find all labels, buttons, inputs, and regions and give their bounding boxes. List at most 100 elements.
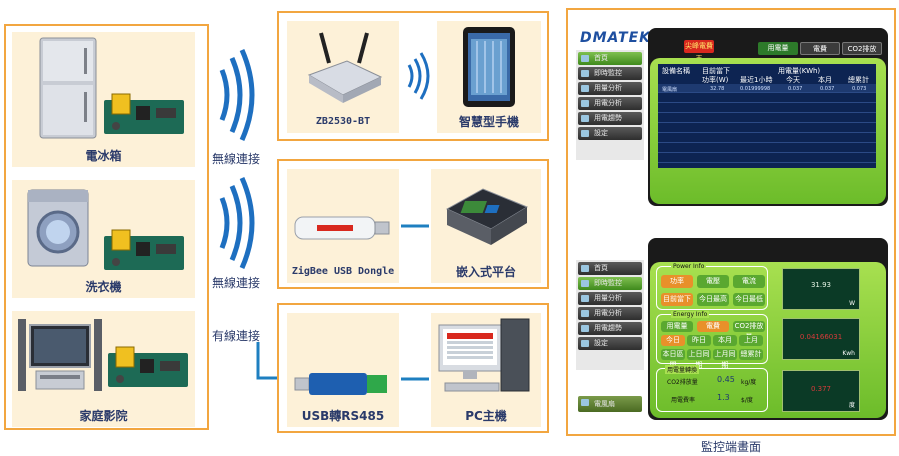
today-max-button[interactable]: 今日最高 [697, 293, 729, 306]
label-usb-rs485: USB轉RS485 [301, 409, 385, 423]
sidebar-item-usage[interactable]: 用量分析 [578, 82, 642, 95]
table-row[interactable] [658, 134, 876, 143]
cost-value: 1.3 [717, 393, 730, 402]
usage-button[interactable]: 用電量 [661, 321, 693, 332]
sidebar-item-analysis[interactable]: 用電分析 [578, 307, 642, 320]
device-select[interactable]: 電風扇 [578, 396, 642, 412]
cost-button[interactable]: 電費 [697, 321, 729, 332]
embedded-platform-image [445, 188, 529, 245]
sidebar-item-realtime[interactable]: 即時監控 [578, 67, 642, 80]
sidebar-item-trend[interactable]: 用電趨勢 [578, 322, 642, 335]
energy-display: 0.04166031 Kwh [782, 318, 860, 360]
cost-display: 0.377 度 [782, 370, 860, 412]
sidebar-item-home[interactable]: 首頁 [578, 52, 642, 65]
monitor-screen-top: DMATEK 首頁 即時監控 用量分析 用電分析 用電趨勢 設定 尖峰電費表 用… [574, 22, 890, 208]
table-row[interactable] [658, 114, 876, 123]
sidebar-item-realtime[interactable]: 即時監控 [578, 277, 642, 290]
cell-power: 32.78 [710, 86, 725, 92]
content-frame: Power Info 功率 電壓 電流 目前當下 今日最高 今日最低 31.93… [648, 238, 888, 420]
device-label-theater: 家庭影院 [79, 409, 128, 423]
sidebar-item-usage[interactable]: 用量分析 [578, 292, 642, 305]
sidebar-item-settings[interactable]: 設定 [578, 337, 642, 350]
content-green-area: Power Info 功率 電壓 電流 目前當下 今日最高 今日最低 31.93… [650, 262, 886, 418]
tab-co2[interactable]: CO2排放 [842, 42, 882, 55]
link-line [401, 224, 429, 228]
this-month-button[interactable]: 本月 [713, 335, 737, 346]
table-row[interactable]: 電風扇 32.78 0.01999998 0.037 0.037 0.073 [658, 84, 876, 93]
last-month-button[interactable]: 上月 [739, 335, 763, 346]
last-month-same-button[interactable]: 上月同期 [713, 349, 737, 369]
table-subheader-1h: 最近1小時 [740, 76, 773, 84]
smartphone-image [463, 27, 515, 107]
zb2530-device-image [307, 32, 383, 103]
washing-machine-image [27, 189, 89, 267]
yesterday-same-button[interactable]: 上日同期 [687, 349, 711, 369]
sidebar-item-home[interactable]: 首頁 [578, 262, 642, 275]
voltage-button[interactable]: 電壓 [697, 275, 729, 288]
wireless-signal-icon [407, 52, 430, 100]
connection-label-wireless-2: 無線連接 [212, 276, 261, 290]
table-subheader-power: 功率(W) [702, 76, 729, 84]
pc-image [438, 318, 530, 392]
table-row[interactable] [658, 154, 876, 163]
circuit-board-image [108, 346, 188, 387]
monitor-panel: DMATEK 首頁 即時監控 用量分析 用電分析 用電趨勢 設定 尖峰電費表 用… [566, 8, 896, 436]
power-value: 31.93 [810, 281, 832, 289]
cell-device: 電風扇 [662, 87, 678, 93]
sidebar-item-trend[interactable]: 用電趨勢 [578, 112, 642, 125]
home-theater-image [18, 319, 102, 391]
card-zigbee-dongle: ZigBee USB Dongle [287, 169, 399, 283]
power-info-box: Power Info 功率 電壓 電流 目前當下 今日最高 今日最低 [656, 263, 768, 310]
embedded-panel: ZigBee USB Dongle 嵌入式平台 [277, 159, 549, 289]
tab-cost[interactable]: 電費 [800, 42, 840, 55]
device-label-fridge: 電冰箱 [85, 149, 122, 163]
table-header-current: 目前當下 [702, 67, 730, 75]
table-row[interactable] [658, 124, 876, 133]
link-line [401, 377, 429, 381]
table-subheader-month: 本月 [818, 76, 832, 84]
peak-rate-badge[interactable]: 尖峰電費表 [684, 40, 714, 63]
pc-panel: USB轉RS485 PC主機 [277, 303, 549, 433]
co2-button[interactable]: CO2排放量 [733, 321, 765, 341]
co2-value: 0.45 [717, 375, 735, 384]
sidebar-item-settings[interactable]: 設定 [578, 127, 642, 140]
content-frame: 尖峰電費表 用電量 電費 CO2排放 設備名稱 目前當下 用電量(KWh) 功率… [648, 28, 888, 206]
co2-label: CO2排放量 [667, 379, 698, 386]
cell-today: 0.037 [788, 86, 803, 92]
device-card-theater: 家庭影院 [12, 311, 195, 427]
yesterday-button[interactable]: 昨日 [687, 335, 711, 346]
card-usb-rs485: USB轉RS485 [287, 313, 399, 427]
table-row[interactable] [658, 144, 876, 153]
today-range-button[interactable]: 本日區間 [661, 349, 685, 369]
connection-label-wireless-1: 無線連接 [212, 152, 261, 166]
power-display: 31.93 W [782, 268, 860, 310]
tab-usage[interactable]: 用電量 [758, 42, 798, 55]
usb-dongle-image [294, 216, 390, 240]
card-pc: PC主機 [431, 313, 541, 427]
device-select-label: 電風扇 [594, 400, 615, 408]
table-header-kwh: 用電量(KWh) [778, 67, 821, 75]
brand-logo: DMATEK [580, 30, 652, 46]
conversion-box: 用電量轉換 CO2排放量 0.45 kg/度 用電費率 1.3 $/度 [656, 365, 768, 412]
circuit-board-image [104, 93, 184, 134]
sidebar-bottom: 首頁 即時監控 用量分析 用電分析 用電趨勢 設定 [576, 260, 644, 370]
devices-panel: 電冰箱 洗衣機 [4, 24, 209, 430]
table-subheader-today: 今天 [786, 76, 800, 84]
table-row[interactable] [658, 94, 876, 103]
card-smartphone: 智慧型手機 [437, 21, 541, 133]
usage-table: 設備名稱 目前當下 用電量(KWh) 功率(W) 最近1小時 今天 本月 總累計… [658, 64, 876, 168]
table-header-device: 設備名稱 [662, 67, 690, 75]
today-min-button[interactable]: 今日最低 [733, 293, 765, 306]
usb-rs485-image [294, 373, 387, 395]
total-button[interactable]: 總累計 [739, 349, 763, 360]
table-row[interactable] [658, 104, 876, 113]
today-button[interactable]: 今日 [661, 335, 685, 346]
content-green-area: 設備名稱 目前當下 用電量(KWh) 功率(W) 最近1小時 今天 本月 總累計… [650, 58, 886, 204]
sidebar-item-analysis[interactable]: 用電分析 [578, 97, 642, 110]
monitor-caption: 監控端畫面 [700, 440, 761, 454]
now-button[interactable]: 目前當下 [661, 293, 693, 306]
power-button[interactable]: 功率 [661, 275, 693, 288]
cost-unit: $/度 [741, 397, 753, 404]
power-info-title: Power Info [671, 263, 707, 270]
current-button[interactable]: 電流 [733, 275, 765, 288]
